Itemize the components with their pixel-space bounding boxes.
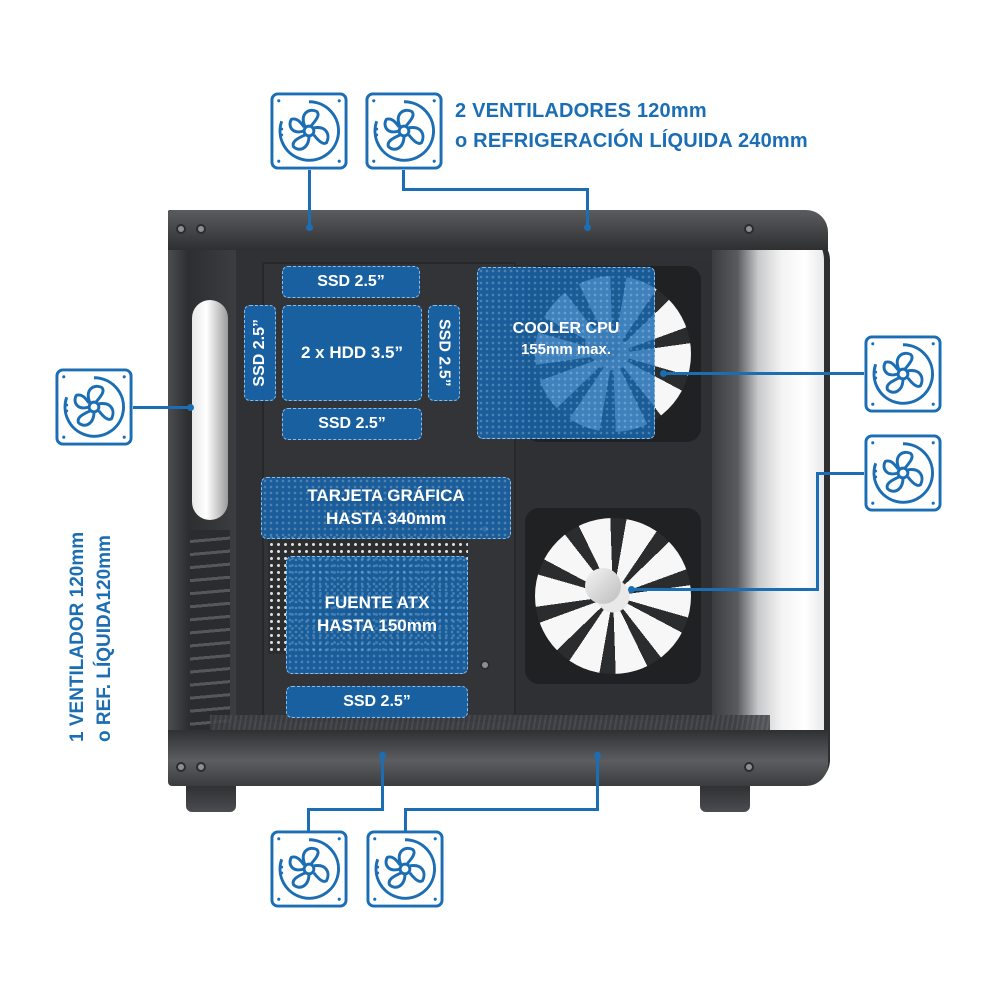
connector-line bbox=[816, 472, 864, 475]
fan-icon bbox=[366, 830, 444, 908]
connector-dot bbox=[306, 224, 313, 231]
connector-line bbox=[381, 754, 384, 810]
fan-icon bbox=[365, 92, 443, 170]
fan-icon bbox=[864, 434, 942, 512]
zone-ssd-right-vertical: SSD 2.5” bbox=[428, 305, 460, 401]
screw bbox=[176, 762, 186, 772]
zone-ssd-bottom: SSD 2.5” bbox=[286, 686, 468, 718]
connector-line bbox=[596, 754, 599, 810]
zone-psu-line2: HASTA 150mm bbox=[317, 616, 437, 635]
case-foot-right bbox=[700, 786, 750, 812]
connector-line bbox=[816, 472, 819, 590]
left-callout-line2: o REF. LÍQUIDA120mm bbox=[94, 535, 115, 742]
connector-dot bbox=[628, 586, 635, 593]
top-callout-line2: o REFRIGERACIÓN LÍQUIDA 240mm bbox=[455, 130, 808, 152]
connector-line bbox=[402, 188, 588, 191]
connector-dot bbox=[584, 224, 591, 231]
screw bbox=[176, 224, 186, 234]
left-callout-line1: 1 VENTILADOR 120mm bbox=[67, 531, 88, 742]
zone-ssd-right-label: SSD 2.5” bbox=[435, 319, 453, 387]
fan-icon bbox=[270, 92, 348, 170]
top-callout-line1: 2 VENTILADORES 120mm bbox=[455, 100, 707, 122]
connector-line bbox=[308, 170, 311, 228]
fan-icon bbox=[864, 335, 942, 413]
zone-gpu-line1: TARJETA GRÁFICA bbox=[307, 486, 465, 506]
zone-psu-line1: FUENTE ATX bbox=[324, 593, 430, 613]
zone-ssd-middle-label: SSD 2.5” bbox=[318, 415, 386, 433]
zone-gpu-line2: HASTA 340mm bbox=[326, 509, 446, 528]
zone-ssd-top: SSD 2.5” bbox=[282, 266, 420, 298]
connector-line bbox=[133, 406, 191, 409]
connector-line bbox=[404, 808, 599, 811]
case-bottom-panel bbox=[168, 730, 828, 786]
screw bbox=[196, 762, 206, 772]
zone-power-supply: FUENTE ATX HASTA 150mm bbox=[286, 556, 468, 674]
glass-panel-edge bbox=[770, 236, 830, 784]
zone-ssd-middle: SSD 2.5” bbox=[282, 408, 422, 440]
zone-ssd-left-vertical: SSD 2.5” bbox=[244, 305, 276, 401]
connector-line bbox=[586, 188, 589, 228]
rear-fan bbox=[192, 300, 228, 520]
case-top-panel bbox=[168, 210, 828, 250]
case-foot-left bbox=[186, 786, 236, 812]
connector-line bbox=[664, 372, 864, 375]
connector-line bbox=[307, 808, 310, 832]
fan-icon bbox=[270, 830, 348, 908]
screw bbox=[744, 762, 754, 772]
top-callout-text: 2 VENTILADORES 120mm o REFRIGERACIÓN LÍQ… bbox=[455, 96, 808, 156]
connector-line bbox=[307, 808, 384, 811]
connector-dot bbox=[660, 370, 667, 377]
left-callout-text: 1 VENTILADOR 120mm o REF. LÍQUIDA120mm bbox=[64, 532, 118, 742]
zone-cooler-line2: 155mm max. bbox=[520, 340, 612, 358]
screw bbox=[744, 224, 754, 234]
screw bbox=[196, 224, 206, 234]
zone-cpu-cooler: COOLER CPU 155mm max. bbox=[477, 267, 655, 439]
zone-graphics-card: TARJETA GRÁFICA HASTA 340mm bbox=[261, 477, 511, 539]
zone-ssd-left-label: SSD 2.5” bbox=[251, 319, 269, 387]
connector-line bbox=[404, 808, 407, 832]
connector-line bbox=[402, 170, 405, 190]
connector-line bbox=[632, 588, 819, 591]
expansion-slots bbox=[190, 530, 230, 730]
zone-cooler-line1: COOLER CPU bbox=[512, 320, 620, 338]
internal-fan-bottom bbox=[525, 508, 701, 684]
screw bbox=[480, 660, 490, 670]
glass-front-panel bbox=[712, 240, 828, 780]
zone-ssd-top-label: SSD 2.5” bbox=[317, 273, 385, 291]
fan-hub bbox=[585, 568, 621, 604]
connector-dot bbox=[187, 404, 194, 411]
zone-hdd-label: 2 x HDD 3.5” bbox=[300, 342, 404, 362]
fan-icon bbox=[55, 368, 133, 446]
zone-ssd-bottom-label: SSD 2.5” bbox=[343, 693, 411, 711]
zone-hdd: 2 x HDD 3.5” bbox=[282, 305, 422, 401]
